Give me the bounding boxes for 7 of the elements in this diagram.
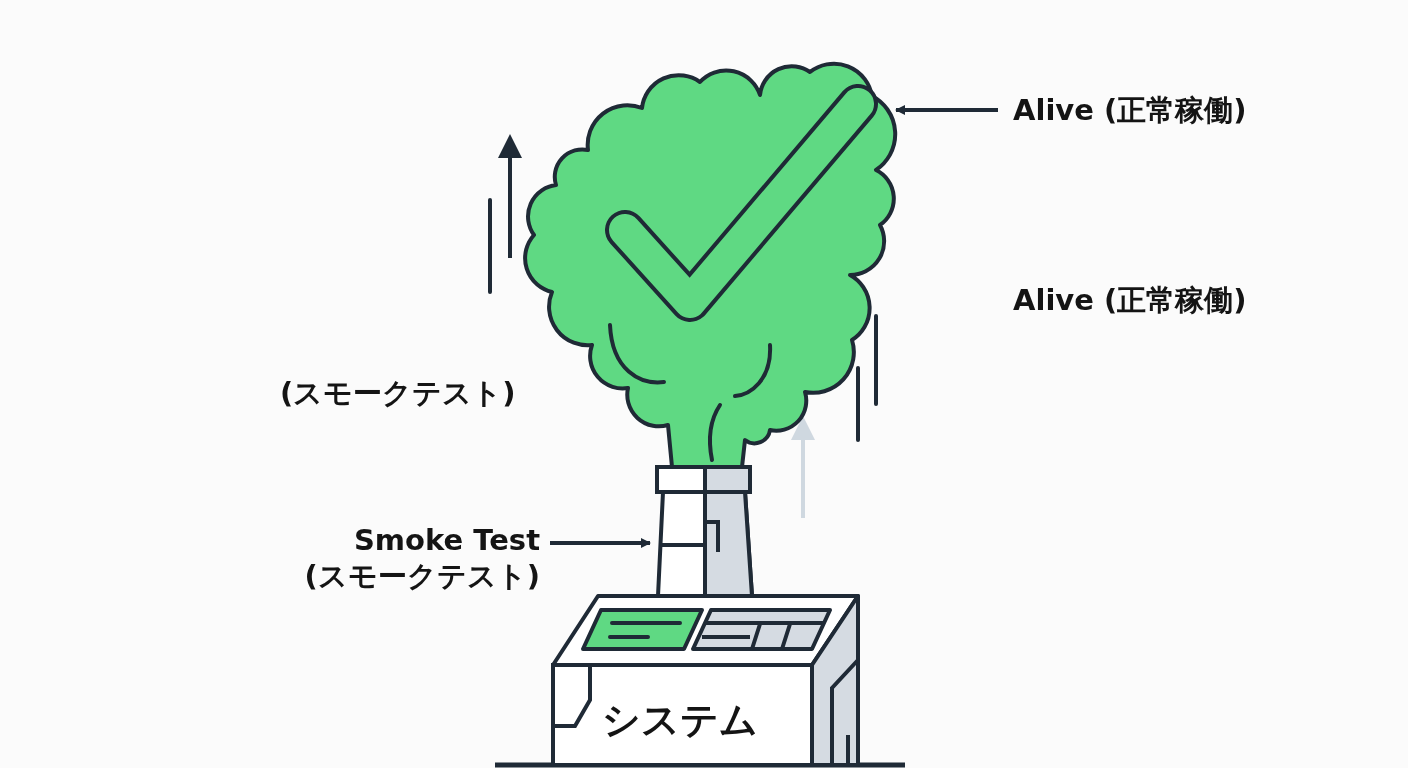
arrow [895,105,998,115]
caption-text: Alive (正常稼働) [1013,282,1247,318]
callout-text: Alive (正常稼働) [1013,92,1293,128]
caption-text: (スモークテスト) [280,375,516,411]
machine-label: システム [601,698,759,742]
callout-text: Smoke Test (スモークテスト) [262,522,540,594]
arrow [550,538,651,548]
